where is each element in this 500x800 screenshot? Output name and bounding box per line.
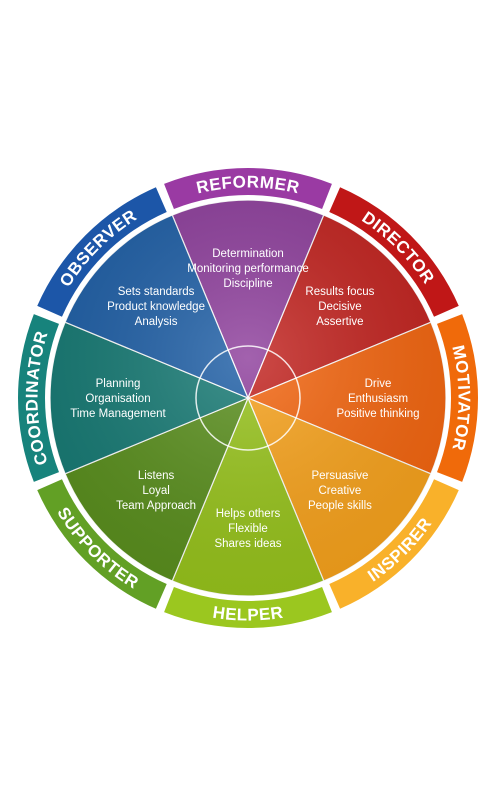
ring-band-helper	[164, 587, 332, 628]
trait-loyal: Loyal	[142, 485, 170, 497]
trait-organisation: Organisation	[85, 393, 150, 405]
trait-positive-thinking: Positive thinking	[336, 408, 419, 420]
trait-helps-others: Helps others	[216, 508, 281, 520]
inner-wheel	[49, 199, 447, 597]
ring-band-motivator	[437, 314, 478, 482]
wheel-shine	[50, 200, 446, 596]
trait-results-focus: Results focus	[305, 286, 374, 298]
trait-planning: Planning	[96, 378, 141, 390]
trait-product-knowledge: Product knowledge	[107, 301, 205, 313]
ring-band-director	[329, 187, 459, 317]
ring-band-inspirer	[329, 479, 459, 609]
trait-enthusiasm: Enthusiasm	[348, 393, 408, 405]
trait-team-approach: Team Approach	[116, 500, 196, 512]
ring-band-coordinator	[18, 314, 59, 482]
trait-shares-ideas: Shares ideas	[214, 538, 281, 550]
trait-determination: Determination	[212, 248, 284, 260]
ring-band-reformer	[164, 168, 332, 209]
trait-assertive: Assertive	[316, 316, 363, 328]
role-label-helper: HELPER	[212, 603, 285, 625]
trait-decisive: Decisive	[318, 301, 361, 313]
trait-flexible: Flexible	[228, 523, 268, 535]
trait-people-skills: People skills	[308, 500, 372, 512]
trait-sets-standards: Sets standards	[118, 286, 195, 298]
trait-discipline: Discipline	[223, 278, 272, 290]
trait-drive: Drive	[365, 378, 392, 390]
trait-monitoring-performance: Monitoring performance	[187, 263, 308, 275]
ring-band-supporter	[37, 479, 167, 609]
trait-analysis: Analysis	[135, 316, 178, 328]
trait-time-management: Time Management	[70, 408, 166, 420]
trait-persuasive: Persuasive	[311, 470, 368, 482]
trait-creative: Creative	[319, 485, 362, 497]
center-circle	[195, 345, 301, 451]
role-label-text-helper: HELPER	[212, 603, 284, 625]
ring-band-observer	[37, 187, 167, 317]
trait-listens: Listens	[138, 470, 175, 482]
